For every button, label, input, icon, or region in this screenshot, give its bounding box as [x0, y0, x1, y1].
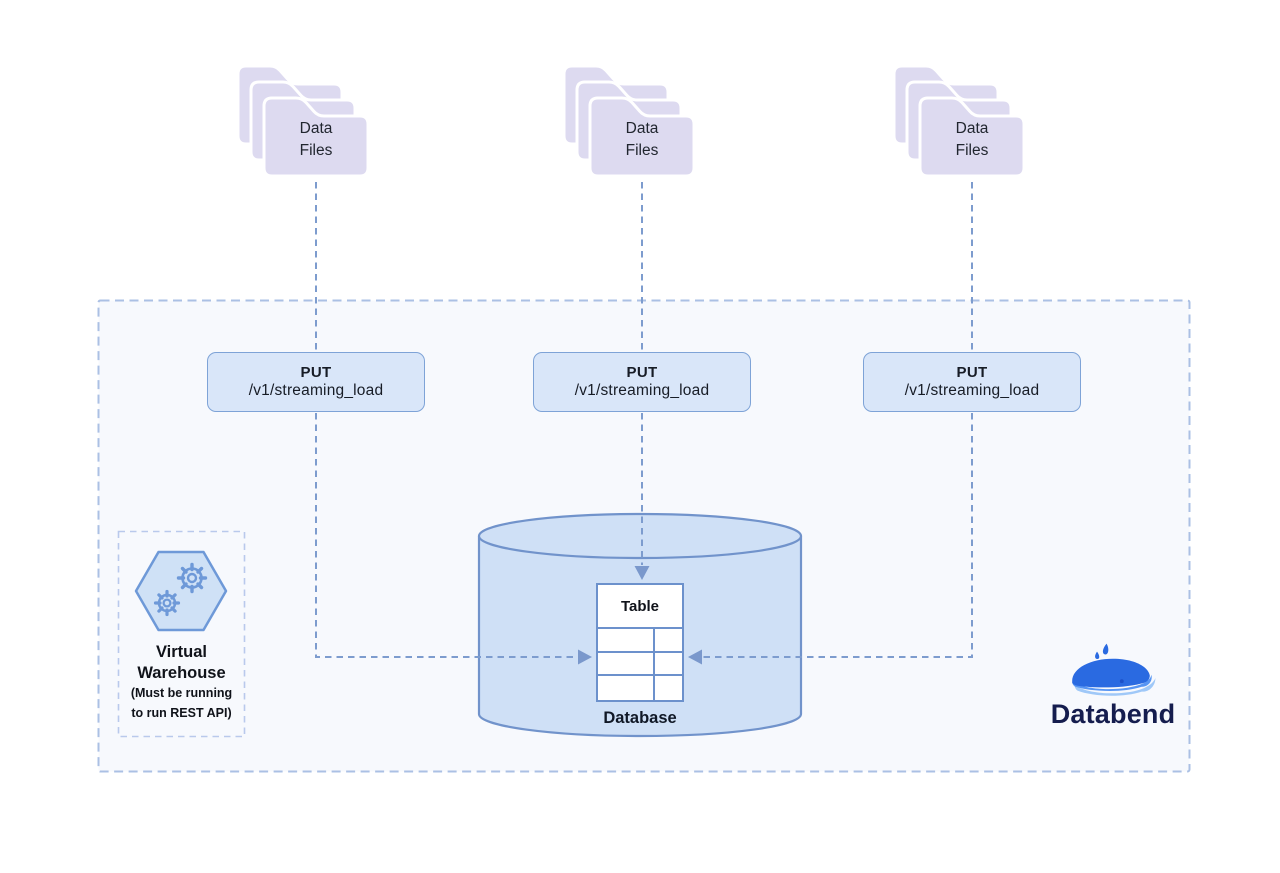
arrowhead-right-icon [578, 649, 592, 665]
table-cell [654, 629, 682, 653]
whale-wave-light [1074, 678, 1156, 696]
virtual-warehouse-note-line2: to run REST API) [131, 706, 232, 720]
folder-icon [262, 96, 370, 178]
table-cell [598, 652, 655, 677]
databend-whale-icon [1072, 643, 1156, 696]
arrowhead-down-icon [634, 566, 650, 580]
endpoint-path: /v1/streaming_load [904, 382, 1040, 399]
spout-droplet-icon [1102, 643, 1109, 655]
connector-lines [315, 182, 973, 658]
folder-icon [918, 96, 1026, 178]
cylinder-top [477, 512, 803, 560]
table-title: Table [598, 585, 682, 629]
virtual-warehouse-hexagon-icon [134, 550, 228, 632]
spout-droplet-icon [1095, 651, 1100, 660]
endpoint-box-1: PUT /v1/streaming_load [207, 352, 425, 412]
data-files-label-1: Data Files [299, 120, 333, 159]
virtual-warehouse-border [117, 530, 246, 738]
arrowheads [578, 566, 702, 665]
gear-icon-large [176, 562, 208, 594]
table-cell [654, 676, 682, 700]
database-label: Database [603, 709, 677, 727]
whale-body [1072, 658, 1150, 688]
folder-stack-2 [562, 64, 696, 178]
folder-icon [588, 96, 696, 178]
table-cell [598, 629, 655, 653]
http-method: PUT [956, 364, 988, 381]
data-files-label-3: Data Files [955, 120, 989, 159]
connector-put3-to-table [702, 413, 973, 658]
connector-put1-to-table [315, 413, 578, 658]
folder-stack-1 [236, 64, 370, 178]
whale-wave-mid [1072, 674, 1152, 692]
endpoint-path: /v1/streaming_load [248, 382, 384, 399]
table-cell [654, 652, 682, 677]
endpoint-path: /v1/streaming_load [574, 382, 710, 399]
folder-stack-3 [892, 64, 1026, 178]
gear-icon-small [153, 589, 181, 617]
http-method: PUT [300, 364, 332, 381]
whale-eye [1119, 679, 1124, 684]
table-widget: Table [596, 583, 684, 702]
data-files-label-2: Data Files [625, 120, 659, 159]
table-grid [598, 629, 682, 700]
endpoint-box-2: PUT /v1/streaming_load [533, 352, 751, 412]
arrowhead-left-icon [688, 649, 702, 665]
endpoint-box-3: PUT /v1/streaming_load [863, 352, 1081, 412]
table-cell [598, 676, 655, 700]
virtual-warehouse-note-line1: (Must be running [130, 686, 233, 700]
virtual-warehouse-title: Virtual Warehouse [137, 643, 226, 682]
databend-wordmark: Databend [1050, 699, 1176, 729]
http-method: PUT [626, 364, 658, 381]
